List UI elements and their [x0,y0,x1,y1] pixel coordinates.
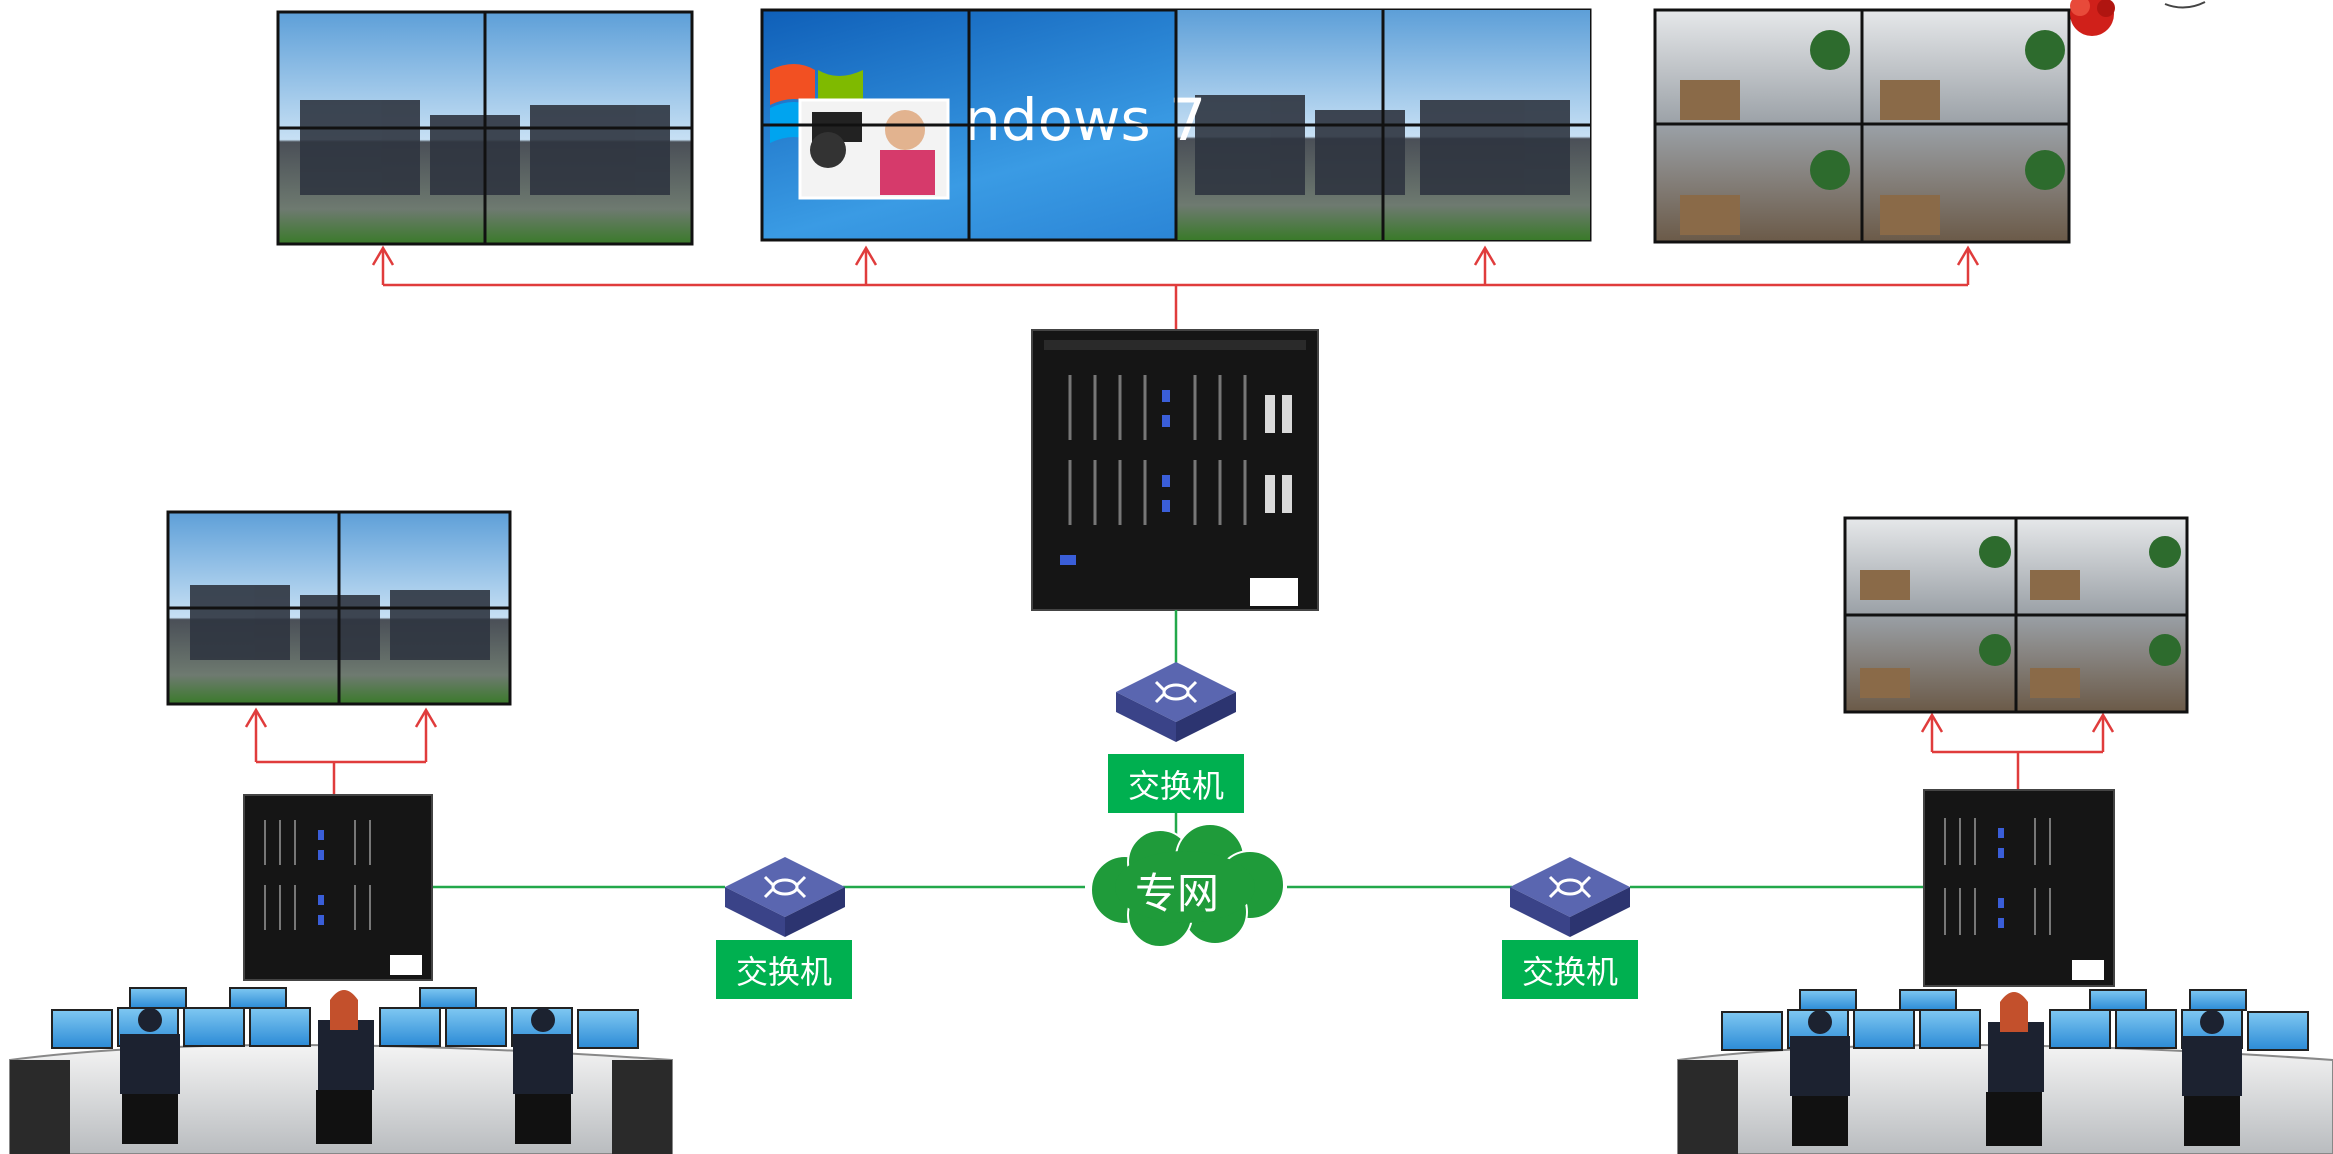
top-distribution-links [371,245,1980,330]
video-matrix-center [1031,329,1319,611]
video-wall-top-2: ndows 7 [760,8,1592,242]
video-matrix-left [243,794,433,981]
left-wall-links [244,707,438,797]
switch-label-center: 交换机 [1108,754,1244,813]
windows-7-text: ndows 7 [964,86,1206,154]
operator-console-left [9,987,673,1154]
network-switch-icon [763,875,807,899]
video-wall-right [1843,516,2189,714]
decorative-flower-icon [2070,0,2206,36]
cloud-label: 专网 [1134,869,1219,918]
network-switch-icon [1548,875,1592,899]
network-switch-icon [1154,680,1198,704]
video-wall-left [166,510,512,706]
video-wall-top-3 [1653,8,2071,244]
switch-left [725,857,845,937]
camera-operator-photo [798,98,950,200]
private-network-cloud [1090,823,1285,948]
switch-label-left: 交换机 [716,940,852,999]
right-wall-links [1920,712,2115,790]
operator-console-right [1677,989,2333,1154]
video-matrix-right [1923,789,2115,987]
switch-center [1116,662,1236,742]
switch-label-right: 交换机 [1502,940,1638,999]
switch-right [1510,857,1630,937]
video-wall-top-1 [276,10,694,246]
